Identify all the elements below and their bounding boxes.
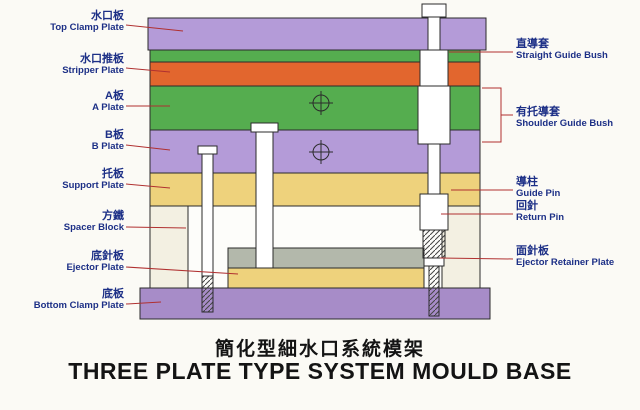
shoulder-guide-bush-shape — [417, 85, 451, 145]
left-bolt-head — [197, 145, 218, 155]
ejector-plate-shape — [227, 267, 425, 289]
return-pin-head — [423, 257, 445, 267]
left-bolt-thread — [201, 275, 214, 313]
label-a-plate: A板 A Plate — [2, 90, 124, 114]
label-zh: 方鐵 — [102, 210, 124, 222]
label-en: Straight Guide Bush — [516, 49, 608, 61]
label-en: Return Pin — [516, 211, 565, 223]
screw-hole-marks — [309, 91, 333, 164]
label-ejector-retainer-plate: 面針板 Ejector Retainer Plate — [516, 245, 638, 269]
label-en: Support Plate — [62, 179, 124, 191]
guide-pin-head — [421, 3, 447, 18]
straight-guide-bush-shape — [419, 49, 449, 87]
label-en: Bottom Clamp Plate — [33, 299, 124, 311]
label-ejector-plate: 底針板 Ejector Plate — [2, 250, 124, 274]
label-support-plate: 托板 Support Plate — [2, 168, 124, 192]
label-stripper-plate: 水口推板 Stripper Plate — [2, 53, 124, 77]
guide-pin-thread — [422, 229, 446, 259]
label-zh: 回針 — [516, 200, 538, 212]
support-pillar-cap — [250, 122, 279, 133]
guide-pin-shaft-upper — [427, 16, 441, 51]
label-zh: A板 — [105, 90, 124, 102]
label-guide-pin: 導柱 Guide Pin — [516, 176, 638, 200]
label-zh: 有托導套 — [516, 106, 560, 118]
label-zh: 托板 — [102, 168, 124, 180]
label-en: Spacer Block — [63, 221, 124, 233]
label-en: Ejector Plate — [66, 261, 124, 273]
diagram-drawing — [125, 3, 514, 320]
label-zh: 水口推板 — [80, 53, 124, 65]
guide-pin-shaft-lower — [427, 143, 441, 195]
label-zh: 底板 — [102, 288, 124, 300]
left-bolt-shaft — [201, 153, 214, 277]
label-zh: 直導套 — [516, 38, 549, 50]
support-pillar-shaft — [255, 131, 274, 269]
label-en: B Plate — [91, 140, 124, 152]
title-chinese: 簡化型細水口系統模架 — [214, 339, 425, 360]
label-en: Ejector Retainer Plate — [516, 256, 615, 268]
label-straight-guide-bush: 直導套 Straight Guide Bush — [516, 38, 638, 62]
label-zh: B板 — [105, 129, 124, 141]
title-english: THREE PLATE TYPE SYSTEM MOULD BASE — [68, 358, 572, 384]
label-zh: 底針板 — [91, 250, 124, 262]
label-b-plate: B板 B Plate — [2, 129, 124, 153]
label-top-clamp-plate: 水口板 Top Clamp Plate — [2, 10, 124, 34]
label-en: Top Clamp Plate — [50, 21, 124, 33]
guide-pin-body — [419, 193, 449, 231]
label-en: Guide Pin — [516, 187, 561, 199]
label-en: Shoulder Guide Bush — [516, 117, 614, 129]
label-bottom-clamp-plate: 底板 Bottom Clamp Plate — [2, 288, 124, 312]
label-spacer-block: 方鐵 Spacer Block — [2, 210, 124, 234]
label-return-pin: 回針 Return Pin — [516, 200, 638, 224]
spacer-block-left-shape — [149, 205, 189, 289]
label-en: A Plate — [92, 101, 124, 113]
label-zh: 水口板 — [91, 10, 124, 22]
label-en: Stripper Plate — [62, 64, 124, 76]
leader-lines — [125, 24, 514, 305]
return-pin-shaft — [428, 265, 440, 317]
label-zh: 導柱 — [516, 176, 538, 188]
label-zh: 面針板 — [516, 245, 549, 257]
label-shoulder-guide-bush: 有托導套 Shoulder Guide Bush — [516, 106, 638, 130]
